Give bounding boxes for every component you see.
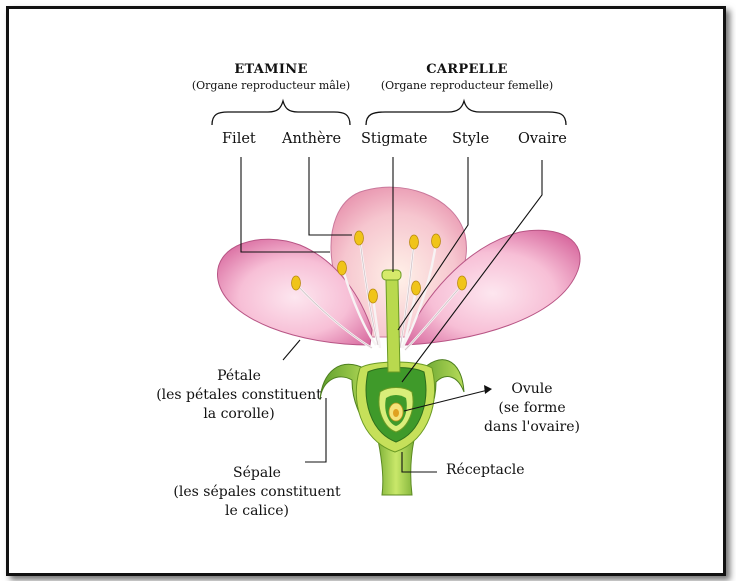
carpelle-subtitle: (Organe reproducteur femelle): [365, 79, 569, 92]
etamine-subtitle: (Organe reproducteur mâle): [176, 79, 366, 92]
ovule-desc-1: (se forme: [480, 399, 584, 418]
sepale-desc-1: (les sépales constituent: [168, 483, 346, 502]
braces: [212, 101, 566, 125]
ovule-name: Ovule: [480, 380, 584, 399]
label-petale: Pétale (les pétales constituent la corol…: [150, 367, 328, 424]
label-stigmate: Stigmate: [361, 131, 427, 147]
petale-desc-1: (les pétales constituent: [150, 386, 328, 405]
label-anthere: Anthère: [282, 131, 341, 147]
label-receptacle: Réceptacle: [446, 462, 525, 478]
label-ovule: Ovule (se forme dans l'ovaire): [480, 380, 584, 437]
label-filet: Filet: [222, 131, 256, 147]
sepale-desc-2: le calice): [168, 502, 346, 521]
sepale-name: Sépale: [168, 464, 346, 483]
style-shape: [386, 280, 400, 372]
ovule-desc-2: dans l'ovaire): [480, 418, 584, 437]
petale-desc-2: la corolle): [150, 405, 328, 424]
petale-name: Pétale: [150, 367, 328, 386]
label-ovaire: Ovaire: [518, 131, 567, 147]
etamine-title: ETAMINE: [183, 62, 359, 77]
stigma-shape: [382, 270, 401, 280]
carpelle-title: CARPELLE: [377, 62, 557, 77]
label-style: Style: [452, 131, 489, 147]
label-sepale: Sépale (les sépales constituent le calic…: [168, 464, 346, 521]
